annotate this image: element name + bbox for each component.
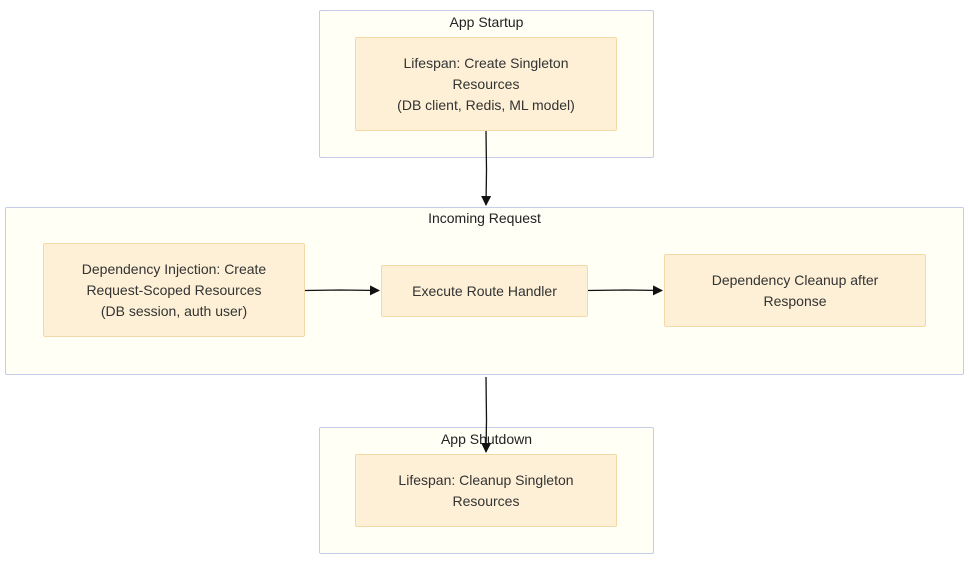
arrow-startup-to-request <box>481 130 492 206</box>
node-line: Resources <box>452 75 520 92</box>
arrow-handler-to-cleanup <box>587 285 663 296</box>
dependency-injection-node: Dependency Injection: Create Request-Sco… <box>43 243 305 337</box>
execute-route-handler-node: Execute Route Handler <box>381 265 588 317</box>
arrow-request-to-shutdown <box>481 376 492 453</box>
node-line: Dependency Cleanup after <box>711 271 879 288</box>
lifespan-create-node: Lifespan: Create Singleton Resources (DB… <box>355 37 617 131</box>
app-startup-title: App Startup <box>449 14 524 30</box>
node-line: Execute Route Handler <box>412 282 557 299</box>
node-line: Response <box>763 292 827 309</box>
node-line: Resources <box>452 492 520 509</box>
dependency-cleanup-node: Dependency Cleanup after Response <box>664 254 926 327</box>
node-line: (DB client, Redis, ML model) <box>397 96 575 113</box>
arrow-injection-to-handler <box>304 285 380 296</box>
node-line: Dependency Injection: Create <box>81 260 267 277</box>
lifespan-cleanup-node: Lifespan: Cleanup Singleton Resources <box>355 454 617 527</box>
node-line: Request-Scoped Resources <box>86 281 262 298</box>
node-line: Lifespan: Cleanup Singleton <box>398 471 574 488</box>
node-line: (DB session, auth user) <box>100 302 248 319</box>
incoming-request-title: Incoming Request <box>428 210 541 226</box>
node-line: Lifespan: Create Singleton <box>403 54 569 71</box>
